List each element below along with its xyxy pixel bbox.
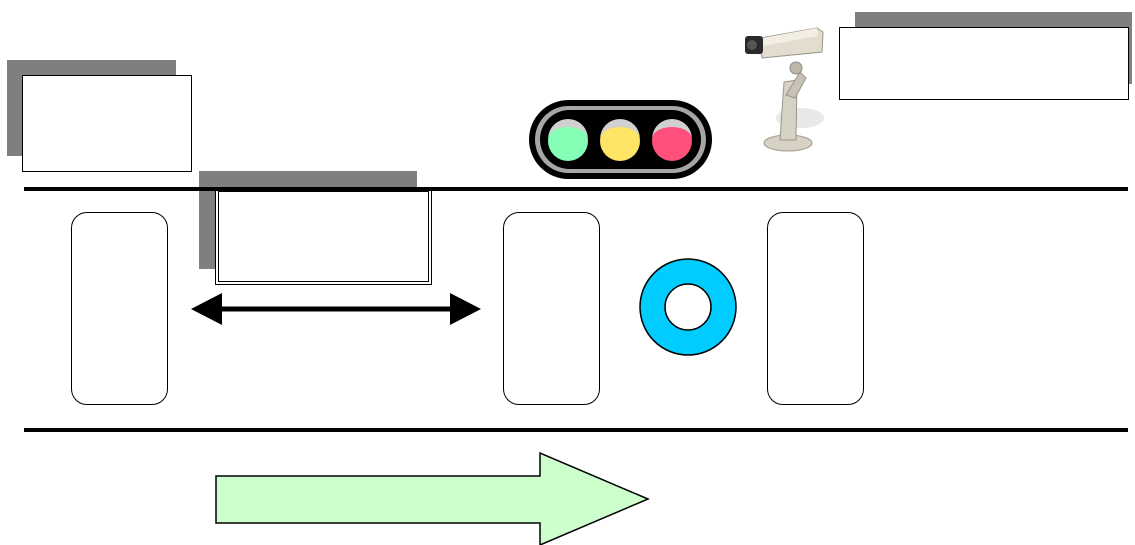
traffic-light-icon [529, 100, 712, 179]
security-camera-icon [745, 28, 824, 151]
double-arrow-icon [191, 293, 481, 325]
signal-yellow-lamp [600, 119, 640, 161]
ring-marker-icon [640, 259, 736, 355]
signal-green-lamp [548, 119, 588, 161]
signal-red-lamp [652, 119, 692, 161]
flow-arrow-icon [216, 453, 648, 545]
